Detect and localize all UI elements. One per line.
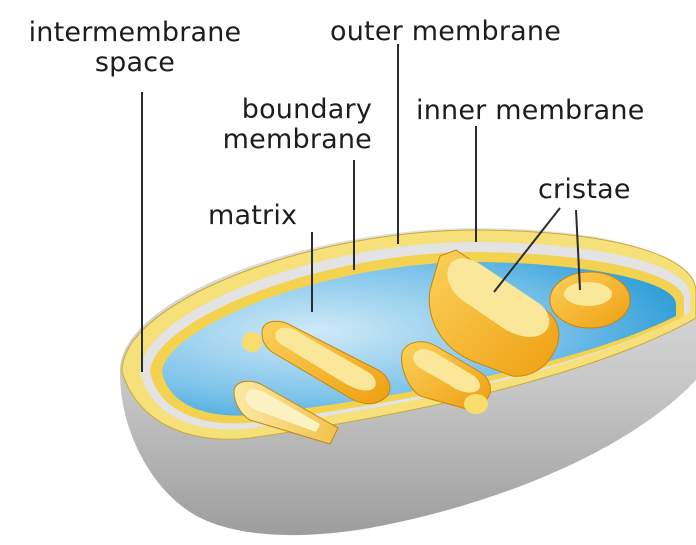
label-intermembrane-space: intermembrane space bbox=[10, 18, 260, 78]
label-outer-membrane: outer membrane bbox=[330, 17, 561, 47]
label-boundary-membrane-line2: membrane bbox=[196, 125, 372, 155]
label-cristae: cristae bbox=[538, 175, 631, 205]
label-matrix: matrix bbox=[208, 201, 297, 231]
label-boundary-membrane-line1: boundary bbox=[196, 95, 372, 125]
label-intermembrane-space-line2: space bbox=[10, 48, 260, 78]
label-boundary-membrane: boundary membrane bbox=[196, 95, 372, 155]
label-intermembrane-space-line1: intermembrane bbox=[10, 18, 260, 48]
label-inner-membrane: inner membrane bbox=[416, 96, 645, 126]
